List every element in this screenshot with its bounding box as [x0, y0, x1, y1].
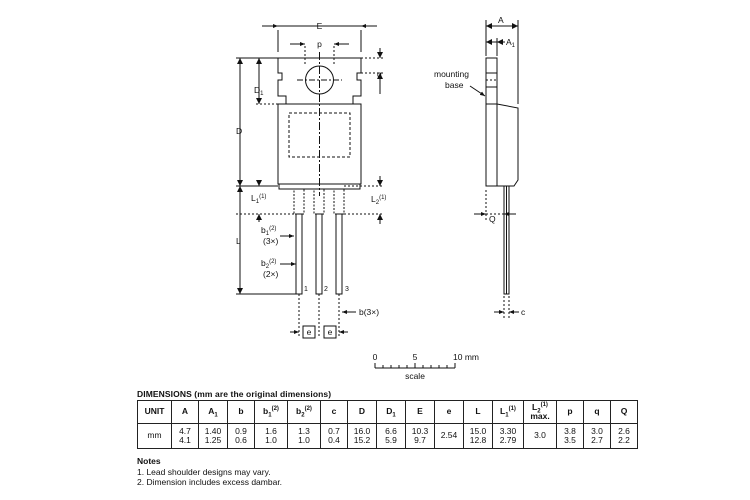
dim-b2-label: b2(2): [261, 258, 276, 270]
dim-A-label: A: [498, 15, 504, 25]
dim-L2-label: L2(1): [371, 194, 386, 206]
scale-label: scale: [405, 371, 425, 381]
column-header: b1(2): [254, 400, 288, 424]
unit-header: UNIT: [137, 400, 172, 424]
dim-E-label: E: [317, 21, 323, 31]
column-header: p: [556, 400, 584, 424]
dim-b1-label: b1(2): [261, 225, 276, 237]
column-header: L2(1)max.: [523, 400, 557, 424]
column-header: L: [463, 400, 493, 424]
note-item: 2. Dimension includes excess dambar.: [137, 477, 283, 487]
column-header: b2(2): [287, 400, 321, 424]
dim-b-label: b(3×): [359, 307, 379, 317]
dim-D1-label: D1: [254, 85, 264, 97]
dim-q-label: q: [377, 69, 382, 79]
notes-heading: Notes: [137, 456, 161, 466]
dim-D-label: D: [236, 126, 242, 136]
column-header: b: [227, 400, 255, 424]
column-header: Q: [610, 400, 638, 424]
column-header: A: [171, 400, 199, 424]
mounting-base-label-line2: base: [445, 80, 464, 90]
dimensions-title: DIMENSIONS (mm are the original dimensio…: [137, 389, 332, 399]
column-header: q: [583, 400, 611, 424]
column-header: e: [434, 400, 464, 424]
dim-p-label: p: [317, 39, 322, 49]
scale-bar: [374, 363, 456, 369]
mounting-base-label-line1: mounting: [434, 69, 469, 79]
pin-3-label: 3: [345, 286, 349, 293]
unit-cell: mm: [137, 423, 172, 449]
drawing-labels: E p q D1 D L1(1) L b1(2) (3×) b2(2) (2×)…: [236, 15, 526, 381]
notes-block: Notes 1. Lead shoulder designs may vary.…: [137, 456, 282, 488]
column-header: c: [320, 400, 348, 424]
scale-tick-10: 10 mm: [453, 352, 479, 362]
dim-L-label: L: [236, 236, 241, 246]
column-header: D1: [376, 400, 406, 424]
dimension-value-cell: 3.0: [523, 423, 557, 449]
pin-2-label: 2: [324, 286, 328, 293]
column-header: A1: [198, 400, 228, 424]
dim-e-label-1: e: [307, 327, 312, 337]
side-view: [469, 20, 519, 318]
dim-b2-count: (2×): [263, 269, 279, 279]
dim-L1-label: L1(1): [251, 193, 266, 205]
dimension-value-cell: 2.54: [434, 423, 464, 449]
note-item: 1. Lead shoulder designs may vary.: [137, 466, 271, 477]
dim-c-label: c: [521, 307, 526, 317]
scale-tick-5: 5: [413, 352, 418, 362]
dim-A1-label: A1: [506, 37, 516, 49]
dim-e-label-2: e: [328, 327, 333, 337]
leads: [295, 213, 343, 295]
pin-1-label: 1: [304, 286, 308, 293]
scale-tick-0: 0: [373, 352, 378, 362]
front-view: [236, 24, 384, 339]
dim-b1-count: (3×): [263, 236, 279, 246]
dim-Q-label: Q: [489, 214, 496, 224]
column-header: D: [347, 400, 377, 424]
package-outline-drawing: E p q D1 D L1(1) L b1(2) (3×) b2(2) (2×)…: [236, 15, 526, 381]
column-header: E: [405, 400, 435, 424]
column-header: L1(1): [492, 400, 524, 424]
